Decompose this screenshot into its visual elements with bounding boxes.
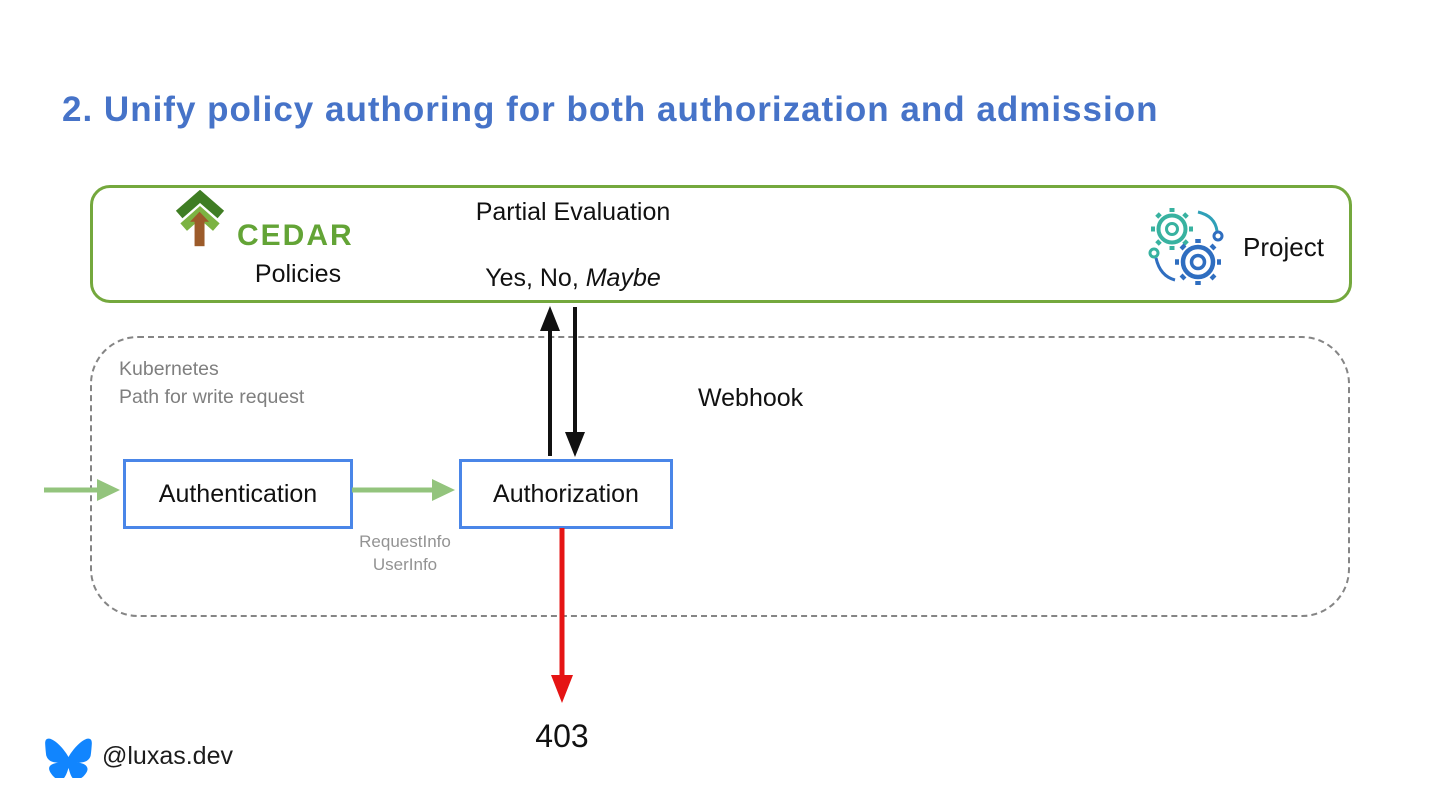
deny-status-code: 403 xyxy=(535,718,589,754)
user-info-line: UserInfo xyxy=(372,555,438,574)
authorization-box: Authorization xyxy=(459,459,673,529)
request-info-line: RequestInfo xyxy=(359,532,451,551)
project-label: Project xyxy=(1243,232,1324,262)
verdict-maybe: Maybe xyxy=(585,264,661,292)
partial-evaluation-label: Partial Evaluation xyxy=(475,198,671,226)
request-user-info-note: RequestInfo UserInfo xyxy=(325,530,485,576)
cedar-wordmark: CEDAR xyxy=(237,219,354,252)
page-title: 2. Unify policy authoring for both autho… xyxy=(62,90,1159,129)
cedar-panel: CEDAR Policies Partial Evaluation Yes, N… xyxy=(90,185,1352,303)
gears-icon xyxy=(1145,200,1227,293)
kubernetes-label-line1: Kubernetes xyxy=(119,358,219,380)
webhook-label: Webhook xyxy=(698,384,804,412)
verdict-label: Yes, No, Maybe xyxy=(373,264,773,293)
kubernetes-panel: Kubernetes Path for write request Webhoo… xyxy=(90,336,1350,617)
kubernetes-panel-label: Kubernetes Path for write request xyxy=(119,355,304,411)
policies-label: Policies xyxy=(254,260,342,288)
cedar-tree-icon xyxy=(171,189,229,253)
kubernetes-label-line2: Path for write request xyxy=(119,386,305,408)
bluesky-handle: @luxas.dev xyxy=(102,742,233,770)
authentication-box: Authentication xyxy=(123,459,353,529)
bluesky-icon xyxy=(45,736,92,783)
verdict-prefix: Yes, No, xyxy=(485,264,586,292)
cedar-logo: CEDAR xyxy=(171,189,354,253)
